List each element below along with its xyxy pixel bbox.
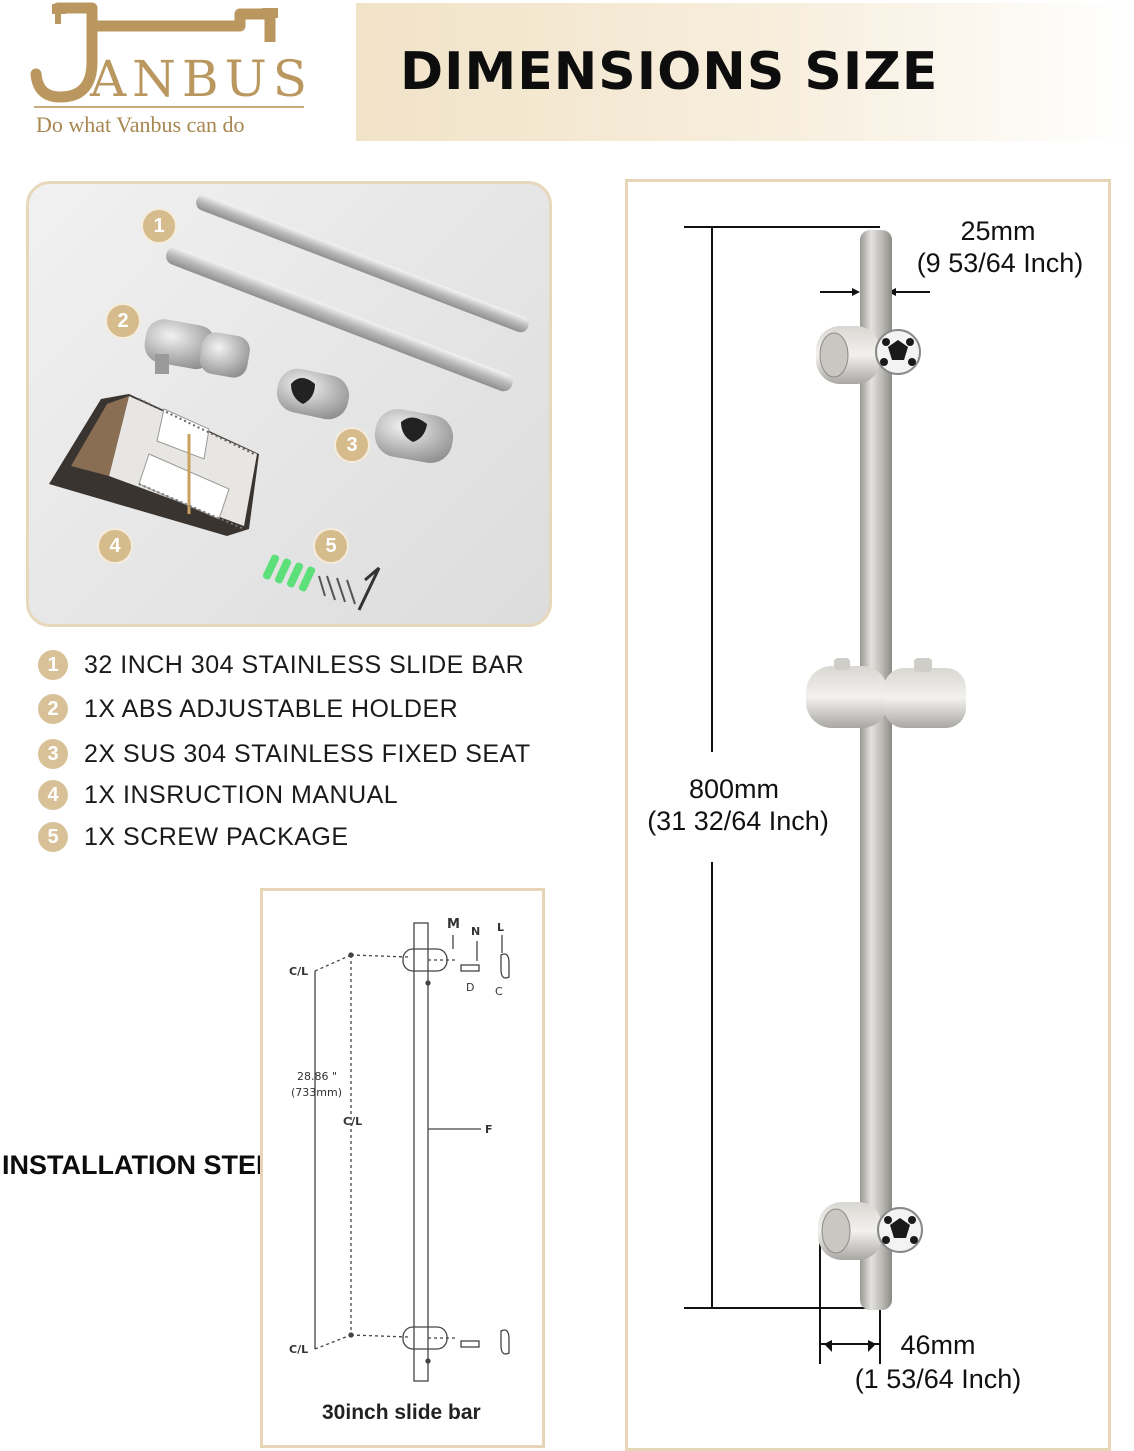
logo-tagline: Do what Vanbus can do [36, 112, 245, 137]
components-photo: 1 2 3 4 5 [26, 181, 552, 627]
bottom-fixed-seat [818, 1202, 923, 1260]
label-f: F [485, 1123, 493, 1136]
length-mm-label: 800mm [688, 774, 780, 804]
slide-bar [860, 230, 892, 1310]
title-banner [356, 3, 1134, 141]
photo-badge-4: 4 [97, 528, 133, 564]
logo-underline [34, 106, 304, 108]
screw-package [262, 554, 381, 611]
adjustable-holder [144, 319, 250, 378]
photo-badge-5: 5 [313, 528, 349, 564]
installation-title: INSTALLATION STEPS [2, 1150, 292, 1180]
logo-wordmark: ANBUS [90, 50, 313, 108]
drawing-caption: 30inch slide bar [322, 1401, 481, 1424]
dimensions-frame: 25mm (9 53/64 Inch) 800mm (31 32/64 Inch… [625, 179, 1111, 1451]
dimension-drawing [684, 226, 966, 1364]
component-item-4: 4 1X INSRUCTION MANUAL [38, 778, 398, 812]
item-label: 2X SUS 304 STAINLESS FIXED SEAT [84, 739, 531, 768]
component-item-3: 3 2X SUS 304 STAINLESS FIXED SEAT [38, 737, 531, 771]
brand-logo: ANBUS Do what Vanbus can do [30, 2, 310, 142]
instruction-manual [49, 394, 259, 536]
components-illustration [49, 194, 529, 611]
item-number-badge: 4 [38, 780, 68, 810]
item-number-badge: 5 [38, 822, 68, 852]
label-m: M [447, 917, 460, 932]
item-number-badge: 1 [38, 650, 68, 680]
slide-bar-1 [196, 194, 529, 333]
label-d: D [466, 981, 475, 994]
label-l: L [497, 921, 505, 934]
photo-badge-1: 1 [141, 208, 177, 244]
component-item-1: 1 32 INCH 304 STAINLESS SLIDE BAR [38, 648, 524, 682]
label-length-mm: (733mm) [291, 1086, 343, 1099]
diameter-inch-label: (9 53/64 Inch) [916, 248, 1084, 278]
component-item-2: 2 1X ABS ADJUSTABLE HOLDER [38, 692, 458, 726]
length-inch-label: (31 32/64 Inch) [647, 806, 829, 836]
label-cl-mid: C/L [343, 1115, 363, 1128]
diameter-mm-label: 25mm [960, 216, 1036, 246]
item-label: 1X ABS ADJUSTABLE HOLDER [84, 694, 459, 723]
adjustable-holder [806, 658, 966, 728]
component-item-5: 5 1X SCREW PACKAGE [38, 820, 349, 854]
pipe-logo-icon [30, 2, 278, 103]
photo-badge-2: 2 [105, 303, 141, 339]
installation-drawing [314, 922, 510, 1382]
item-number-badge: 3 [38, 739, 68, 769]
label-length-in: 28.86 " [297, 1070, 338, 1083]
offset-mm-label: 46mm [900, 1330, 976, 1360]
item-number-badge: 2 [38, 694, 68, 724]
label-n: N [471, 925, 481, 938]
photo-badge-3: 3 [334, 427, 370, 463]
top-fixed-seat [816, 326, 921, 384]
item-label: 1X SCREW PACKAGE [84, 822, 349, 851]
slide-bar-2 [166, 247, 513, 392]
label-cl-top: C/L [289, 965, 309, 978]
page-title: DIMENSIONS SIZE [400, 42, 939, 102]
item-label: 1X INSRUCTION MANUAL [84, 780, 399, 809]
fixed-seat-1 [276, 368, 350, 420]
fixed-seat-2 [374, 409, 454, 463]
installation-drawing-frame: M N L D C C/L 28.86 " (733mm) C/L F C/L [260, 888, 545, 1448]
item-label: 32 INCH 304 STAINLESS SLIDE BAR [84, 650, 525, 679]
label-c: C [495, 985, 503, 998]
label-cl-bottom: C/L [289, 1343, 309, 1356]
offset-inch-label: (1 53/64 Inch) [854, 1364, 1022, 1394]
